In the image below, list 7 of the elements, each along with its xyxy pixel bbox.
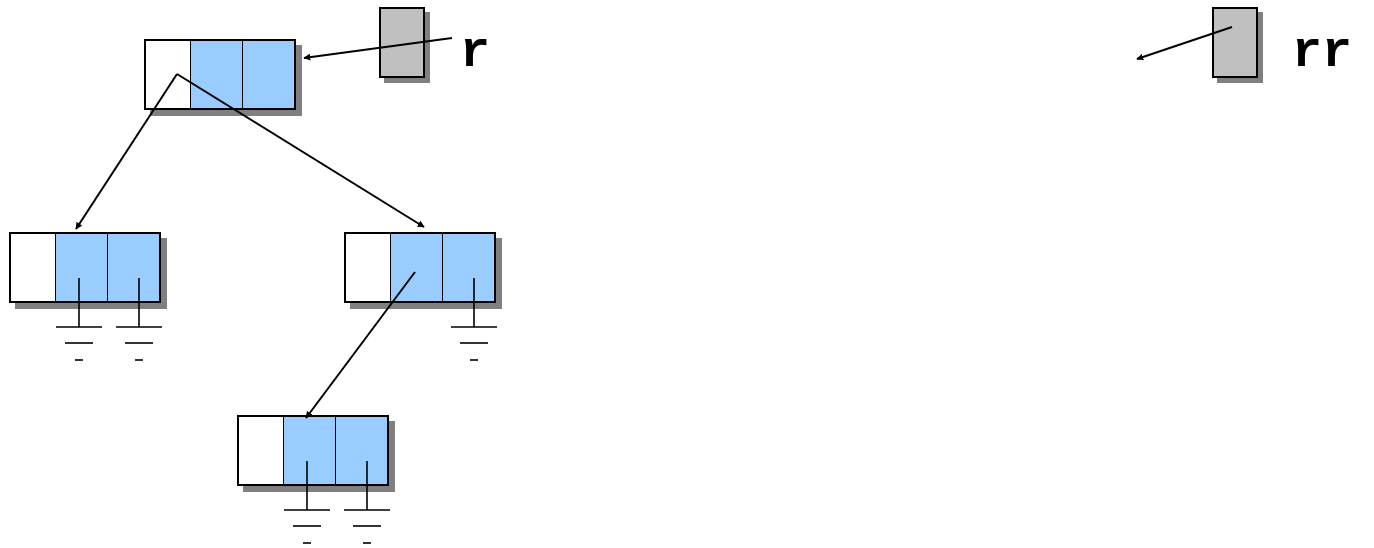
arrow — [1136, 26, 1233, 61]
arrow — [303, 37, 453, 61]
variable-label: rr — [1292, 28, 1352, 78]
arrow — [75, 73, 178, 230]
variable-label: r — [460, 28, 490, 78]
arrow — [305, 271, 416, 419]
arrow — [176, 73, 425, 228]
